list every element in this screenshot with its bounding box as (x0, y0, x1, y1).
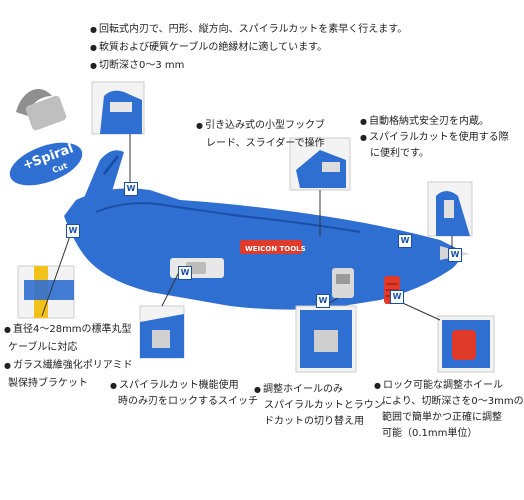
callout-blade-2: スパイラルカットを使用する際 (360, 130, 509, 145)
callout-wheel-mode-2: スパイラルカットとラウン (264, 400, 384, 411)
callout-wheel-mode-1: 調整ホイールのみ (254, 382, 343, 397)
leader-lines (41, 134, 453, 321)
intro-line-2: 軟質および硬質ケーブルの絶縁材に適しています。 (90, 40, 327, 55)
brand-label: WEICON TOOLS (245, 245, 306, 253)
callout-diameter-2: ケーブルに対応 (8, 342, 78, 353)
callout-material-2: 製保持ブラケット (8, 378, 88, 389)
tool-illustration: + Spiral Cut WEICON TOOLS (9, 81, 495, 373)
marker-switch: W (178, 266, 192, 280)
callout-switch-1: スパイラルカット機能使用 (110, 378, 239, 393)
detail-switch (139, 305, 185, 359)
callout-diameter-1: 直径4〜28mmの標準丸型 (4, 322, 132, 337)
intro-line-1: 回転式内刃で、円形、縦方向、スパイラルカットを素早く行えます。 (90, 22, 407, 37)
marker-depth-wheel: W (390, 290, 404, 304)
callout-depth-1: ロック可能な調整ホイール (374, 378, 503, 393)
callout-slider-1: 引き込み式の小型フックブ (196, 118, 325, 133)
callout-depth-3: 範囲で簡単かつ正確に調整 (382, 412, 502, 423)
detail-safety-blade (289, 137, 351, 191)
detail-cable-holder (17, 265, 75, 319)
callout-wheel-mode-3: ドカットの切り替え用 (264, 416, 364, 427)
callout-depth-4: 可能（0.1mm単位） (382, 428, 478, 439)
detail-mode-wheel (295, 305, 357, 373)
stripping-tool-body: WEICON TOOLS (64, 150, 470, 310)
detail-blade-tip (427, 181, 473, 237)
callout-material-1: ガラス繊維強化ポリアミド (4, 358, 133, 373)
callout-slider-2: レード、スライダーで操作 (206, 138, 325, 149)
detail-depth-wheel (437, 315, 495, 373)
marker-tip: W (448, 248, 462, 262)
marker-safety: W (398, 234, 412, 248)
callout-blade-1: 自動格納式安全刃を内蔵。 (360, 114, 489, 129)
marker-holder: W (66, 224, 80, 238)
intro-line-3: 切断深さ0〜3 mm (90, 58, 184, 73)
detail-hook-blade (91, 81, 145, 135)
callout-switch-2: 時のみ刃をロックするスイッチ (118, 396, 258, 407)
callout-blade-3: に便利です。 (370, 148, 429, 159)
marker-mode-wheel: W (316, 294, 330, 308)
callout-depth-2: により、切断深さを0〜3mmの (382, 396, 524, 407)
spiral-cut-badge: + Spiral Cut (9, 89, 83, 186)
marker-hook: W (124, 182, 138, 196)
badge-plus: + (21, 156, 36, 174)
